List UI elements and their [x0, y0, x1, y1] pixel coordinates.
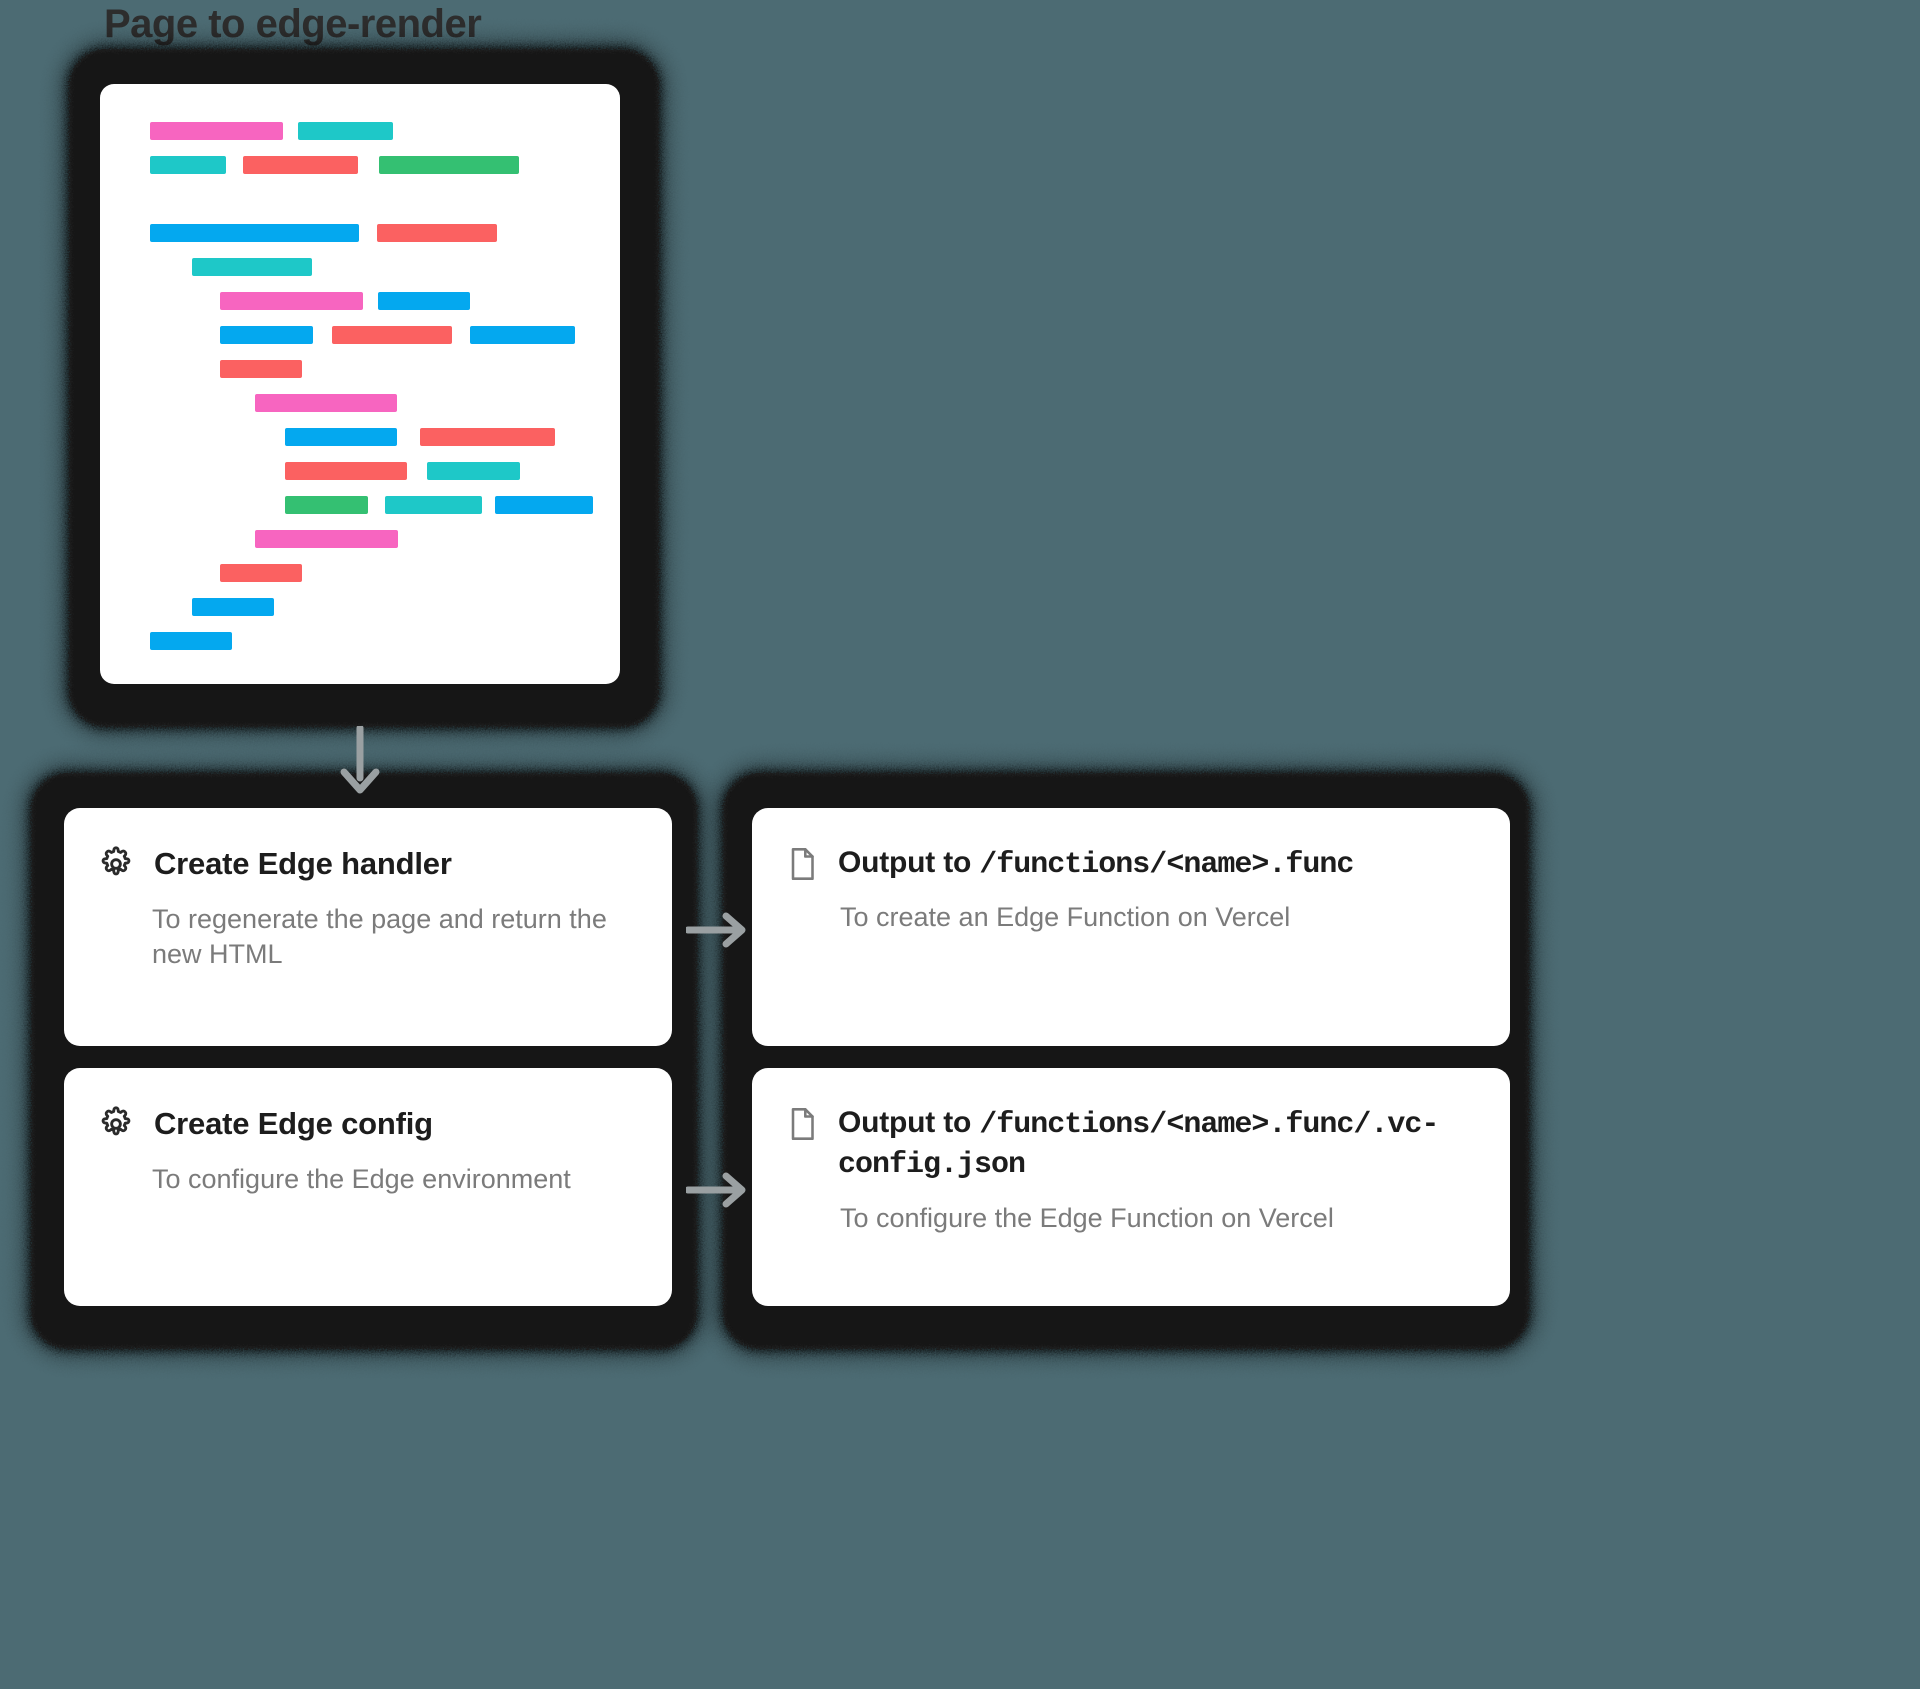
- source-code-preview: [100, 84, 620, 684]
- code-token: [220, 360, 302, 378]
- code-token: [150, 224, 359, 242]
- card-title-prefix: Output to: [838, 1106, 980, 1139]
- code-token: [150, 156, 226, 174]
- code-token: [220, 564, 302, 582]
- card-subtitle: To configure the Edge Function on Vercel: [840, 1202, 1334, 1233]
- card-header: Create Edge handler: [64, 808, 672, 884]
- code-token: [285, 428, 397, 446]
- code-token: [495, 496, 593, 514]
- code-token: [243, 156, 358, 174]
- card-title: Create Edge handler: [154, 846, 452, 881]
- code-token: [470, 326, 575, 344]
- code-token: [255, 394, 397, 412]
- code-token: [427, 462, 520, 480]
- card-header: Output to /functions/<name>.func: [752, 808, 1510, 884]
- card-output-functions-func[interactable]: Output to /functions/<name>.func To crea…: [752, 808, 1510, 1046]
- card-header: Output to /functions/<name>.func/.vc-con…: [752, 1068, 1510, 1185]
- card-title-prefix: Output to: [838, 846, 980, 879]
- code-token: [150, 632, 232, 650]
- code-token: [420, 428, 555, 446]
- arrow-down-to-steps: [338, 726, 382, 798]
- card-subtitle: To configure the Edge environment: [152, 1163, 571, 1194]
- code-token: [220, 326, 313, 344]
- card-create-edge-handler[interactable]: Create Edge handler To regenerate the pa…: [64, 808, 672, 1046]
- arrow-right-config-to-output: [686, 1168, 750, 1212]
- card-subtitle: To create an Edge Function on Vercel: [840, 902, 1291, 933]
- card-output-vc-config[interactable]: Output to /functions/<name>.func/.vc-con…: [752, 1068, 1510, 1306]
- code-token: [255, 530, 398, 548]
- gear-icon: [98, 846, 134, 882]
- arrow-right-handler-to-output: [686, 908, 750, 952]
- code-token: [192, 258, 312, 276]
- code-token: [285, 496, 368, 514]
- code-token: [298, 122, 393, 140]
- file-icon: [786, 846, 818, 882]
- code-token: [192, 598, 274, 616]
- code-token: [150, 122, 283, 140]
- page-title: Page to edge-render: [104, 2, 482, 46]
- card-title: Output to /functions/<name>.func/.vc-con…: [838, 1104, 1476, 1185]
- card-title-path: /functions/<name>.func/.vc-config.json: [838, 1108, 1439, 1183]
- code-token: [385, 496, 482, 514]
- code-token: [378, 292, 470, 310]
- gear-icon: [98, 1106, 134, 1142]
- card-subtitle: To regenerate the page and return the ne…: [152, 903, 607, 969]
- code-token: [377, 224, 497, 242]
- code-token: [332, 326, 452, 344]
- card-header: Create Edge config: [64, 1068, 672, 1144]
- card-title-path: /functions/<name>.func: [979, 848, 1354, 882]
- card-create-edge-config[interactable]: Create Edge config To configure the Edge…: [64, 1068, 672, 1306]
- code-token: [220, 292, 363, 310]
- code-token: [285, 462, 407, 480]
- card-title: Create Edge config: [154, 1106, 433, 1141]
- code-token: [379, 156, 519, 174]
- file-icon: [786, 1106, 818, 1142]
- card-title: Output to /functions/<name>.func: [838, 844, 1354, 884]
